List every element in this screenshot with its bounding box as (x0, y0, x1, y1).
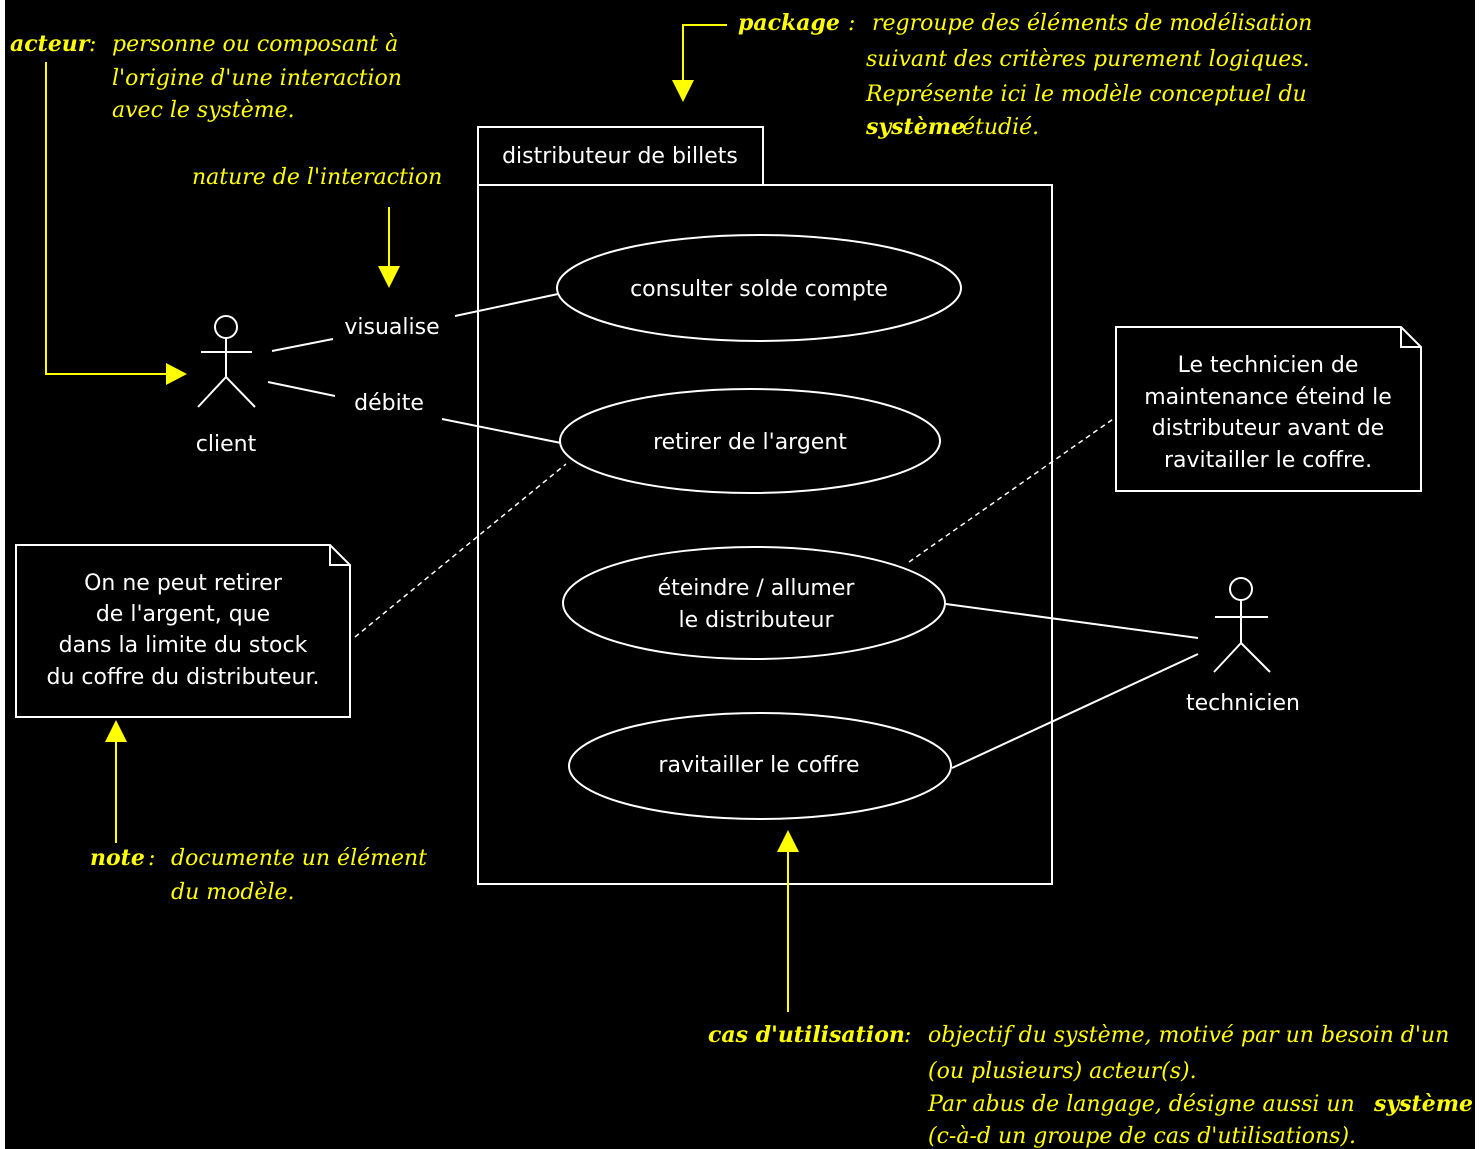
annotation-cas-line1: objectif du système, motivé par un besoi… (928, 1023, 1449, 1048)
use-case-ellipse (559, 388, 941, 494)
use-case-label: retirer de l'argent (653, 430, 847, 455)
note-right-anchor (908, 416, 1117, 563)
actor-label-client: client (196, 432, 257, 457)
annotation-acteur-term: acteur (10, 31, 91, 57)
use-case-ravitailler: ravitailler le coffre (568, 712, 952, 820)
actor-label-technicien: technicien (1186, 691, 1300, 716)
use-case-label: consulter solde compte (630, 277, 888, 302)
note-left-line1: On ne peut retirer (84, 571, 283, 596)
use-case-ellipse (556, 234, 962, 342)
annotation-acteur-connector (45, 62, 168, 375)
annotation-note-line2: du modèle. (171, 880, 295, 905)
note-right-body (1115, 326, 1422, 492)
annotation-package-line3: Représente ici le modèle conceptuel du (865, 82, 1307, 107)
association-label-debite: débite (354, 391, 424, 416)
use-case-label-line1: éteindre / allumer (658, 576, 856, 601)
use-case-label-line2: le distributeur (678, 608, 834, 633)
annotation-acteur-line1: personne ou composant à (112, 32, 398, 57)
arrow-down-icon (672, 80, 694, 102)
annotation-cas-sep: : (904, 1023, 911, 1048)
association-technicien-eteindre (945, 603, 1199, 639)
note-left-line2: de l'argent, que (96, 602, 270, 627)
annotation-package-line4-rest: étudié. (962, 115, 1039, 140)
use-case-eteindre: éteindre / allumer le distributeur (562, 546, 946, 660)
annotation-cas-line3-bold: système (1373, 1091, 1473, 1117)
annotation-package-line2: suivant des critères purement logiques. (866, 47, 1310, 72)
annotation-acteur: acteur : personne ou composant à l'origi… (10, 31, 402, 385)
note-left: On ne peut retirer de l'argent, que dans… (15, 544, 351, 718)
note-left-body (15, 544, 351, 718)
package: distributeur de billets (477, 126, 1053, 885)
use-case-retirer: retirer de l'argent (559, 388, 941, 494)
actor-client: client (196, 315, 257, 457)
annotation-acteur-line3: avec le système. (112, 98, 295, 123)
note-left-anchor (354, 463, 567, 638)
actor-technicien: technicien (1186, 577, 1300, 716)
note-right: Le technicien de maintenance éteind le d… (1115, 326, 1422, 492)
note-right-line1: Le technicien de (1178, 353, 1359, 378)
annotation-cas-line2: (ou plusieurs) acteur(s). (928, 1059, 1197, 1084)
association-label-visualise: visualise (344, 315, 439, 340)
note-left-line4: du coffre du distributeur. (47, 665, 320, 690)
annotation-note: note : documente un élément du modèle. (90, 720, 427, 905)
use-case-ellipse (562, 546, 946, 660)
arrow-right-icon (166, 363, 187, 385)
note-right-line2: maintenance éteind le (1144, 385, 1391, 410)
annotation-acteur-line2: l'origine d'une interaction (112, 66, 402, 91)
note-right-line4: ravitailler le coffre. (1164, 448, 1372, 473)
annotation-cas-term: cas d'utilisation (708, 1022, 905, 1048)
annotation-cas-utilisation: cas d'utilisation : objectif du système,… (708, 830, 1473, 1149)
use-case-consulter: consulter solde compte (556, 234, 962, 342)
package-body (477, 184, 1053, 885)
package-label: distributeur de billets (502, 144, 738, 169)
annotation-note-line1: documente un élément (171, 846, 427, 871)
annotation-package-term: package (738, 10, 840, 36)
arrow-down-icon (378, 266, 400, 288)
association-debite: débite (267, 381, 562, 444)
association-technicien-ravitailler (951, 653, 1199, 769)
annotation-package: package : regroupe des éléments de modél… (672, 10, 1312, 140)
arrow-up-icon (777, 830, 799, 852)
annotation-package-connector (682, 24, 727, 82)
annotation-package-line4-bold: système (865, 114, 965, 140)
use-case-label: ravitailler le coffre (658, 753, 859, 778)
use-case-ellipse (568, 712, 952, 820)
arrow-up-icon (105, 720, 127, 742)
diagram-background (5, 0, 1475, 1149)
annotation-package-line1: regroupe des éléments de modélisation (872, 11, 1312, 36)
annotation-package-sep: : (848, 11, 855, 36)
note-right-fold (1400, 327, 1421, 348)
annotation-note-sep: : (148, 846, 155, 871)
annotation-note-term: note (90, 845, 145, 871)
annotation-cas-line4: (c-à-d un groupe de cas d'utilisations). (928, 1124, 1356, 1149)
association-visualise: visualise (271, 293, 559, 352)
note-left-line3: dans la limite du stock (59, 633, 308, 658)
note-right-line3: distributeur avant de (1152, 416, 1384, 441)
annotation-nature-text: nature de l'interaction (192, 165, 442, 190)
annotation-nature: nature de l'interaction (192, 165, 442, 288)
note-left-fold (329, 545, 350, 566)
annotation-cas-line3-rest: Par abus de langage, désigne aussi un (927, 1092, 1355, 1117)
annotation-acteur-sep: : (89, 32, 96, 57)
